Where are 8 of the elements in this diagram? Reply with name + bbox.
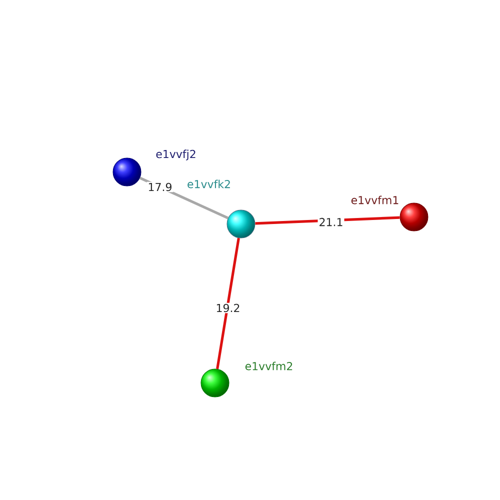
node-label: e1vvfm2 [245,362,292,370]
connector-line [216,238,240,370]
edge-label: 17.9 [146,182,174,192]
node-label: e1vvfk2 [188,180,230,188]
edge-label: 19.2 [214,302,242,314]
edge-label: 21.1 [318,216,344,228]
node-label: e1vvfm1 [351,196,398,204]
node-label: e1vvfj2 [156,150,196,160]
